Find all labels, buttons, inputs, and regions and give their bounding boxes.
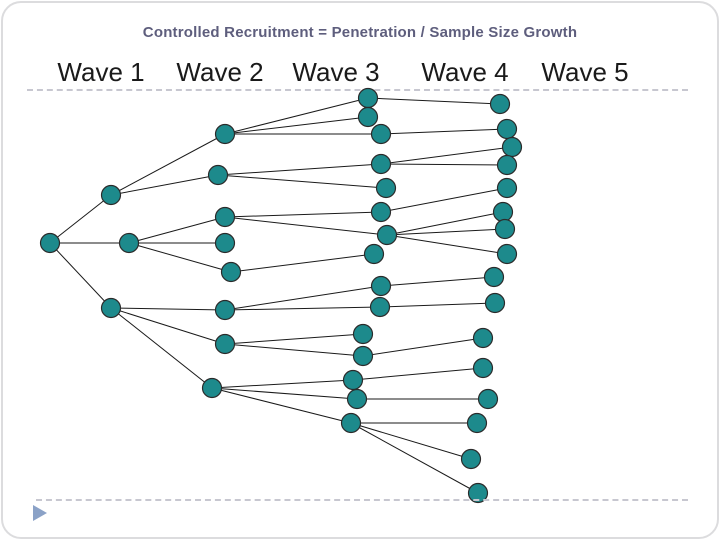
recruitment-edge [379,302,496,308]
recruitment-edge [224,343,364,357]
recruitment-edge [350,422,472,460]
recruit-node-w3-4 [214,232,236,254]
wave-labels-row: Wave 1 Wave 2 Wave 3 Wave 4 Wave 5 [0,57,720,87]
wave-label-3: Wave 3 [292,57,380,87]
recruit-node-w1-1 [39,232,61,254]
recruitment-edge [380,163,508,166]
recruit-node-w3-1 [214,123,236,145]
recruit-node-w2-3 [100,297,122,319]
recruit-node-w5-8 [496,243,518,265]
wave-label-4: Wave 4 [421,57,509,87]
recruitment-edge [224,285,382,311]
recruit-node-w5-5 [496,177,518,199]
recruitment-edge [224,333,364,345]
recruit-node-w4-8 [363,243,385,265]
slide-title: Controlled Recruitment = Penetration / S… [142,24,578,41]
recruit-node-w5-7 [494,218,516,240]
recruit-node-w4-12 [352,345,374,367]
recruit-node-w5-13 [477,388,499,410]
recruit-node-w5-10 [484,292,506,314]
recruitment-edge [211,387,352,424]
recruit-node-w5-11 [472,327,494,349]
recruit-node-w3-7 [214,333,236,355]
recruitment-edge [110,307,226,345]
recruitment-edge [380,187,508,213]
recruit-node-w5-3 [501,136,523,158]
recruitment-edge [367,97,501,105]
recruitment-edge [110,174,219,196]
recruit-node-w4-1 [357,87,379,109]
recruitment-edge [110,307,226,311]
recruit-node-w5-15 [460,448,482,470]
recruit-node-w4-15 [340,412,362,434]
recruitment-edge [110,133,226,196]
recruit-node-w4-10 [369,296,391,318]
recruit-node-w5-12 [472,357,494,379]
recruitment-edge [380,276,495,287]
recruit-node-w3-3 [214,206,236,228]
recruit-node-w4-4 [370,153,392,175]
recruit-node-w4-3 [370,123,392,145]
recruitment-edge [386,228,506,236]
recruitment-edge [352,367,484,381]
recruitment-edge [350,422,479,494]
recruitment-edge [230,253,375,273]
recruit-node-w5-16 [467,482,489,504]
recruitment-edge [110,307,213,389]
recruitment-edge [386,211,504,236]
recruitment-edge [224,306,381,311]
recruitment-edge [211,379,354,389]
recruit-node-w4-11 [352,323,374,345]
recruit-node-w5-4 [496,154,518,176]
recruit-node-w4-14 [346,388,368,410]
recruitment-edge [217,163,382,176]
recruit-node-w4-5 [375,177,397,199]
recruit-node-w2-1 [100,184,122,206]
recruit-node-w5-14 [466,412,488,434]
recruit-node-w4-6 [370,201,392,223]
recruit-node-w3-6 [214,299,236,321]
recruitment-edge [224,216,388,236]
wave-label-5: Wave 5 [541,57,629,87]
recruitment-edge [217,174,387,189]
recruit-node-w3-2 [207,164,229,186]
recruit-node-w2-2 [118,232,140,254]
recruitment-edge [386,234,508,255]
recruit-node-w4-9 [370,275,392,297]
recruitment-edge [224,211,382,218]
recruitment-edge [49,242,112,309]
recruitment-edge [49,194,112,244]
recruitment-edge [128,242,232,273]
wave-label-1: Wave 1 [57,57,145,87]
recruitment-edge [224,97,369,135]
recruit-node-w4-2 [357,106,379,128]
recruitment-edge [211,387,358,400]
recruitment-edge [380,128,508,135]
recruit-node-w5-6 [492,201,514,223]
wave-label-2: Wave 2 [176,57,264,87]
recruitment-edge [128,216,226,244]
recruit-node-w5-2 [496,118,518,140]
bottom-divider-line [36,499,688,501]
recruit-node-w3-5 [220,261,242,283]
recruitment-edge [362,337,484,357]
recruit-node-w4-13 [342,369,364,391]
recruit-node-w5-9 [483,266,505,288]
play-triangle-icon [33,505,47,521]
recruitment-edge [380,146,513,165]
recruit-node-w3-8 [201,377,223,399]
recruitment-edge [224,116,369,135]
recruit-node-w4-7 [376,224,398,246]
top-divider-line [27,89,688,91]
recruit-node-w5-1 [489,93,511,115]
